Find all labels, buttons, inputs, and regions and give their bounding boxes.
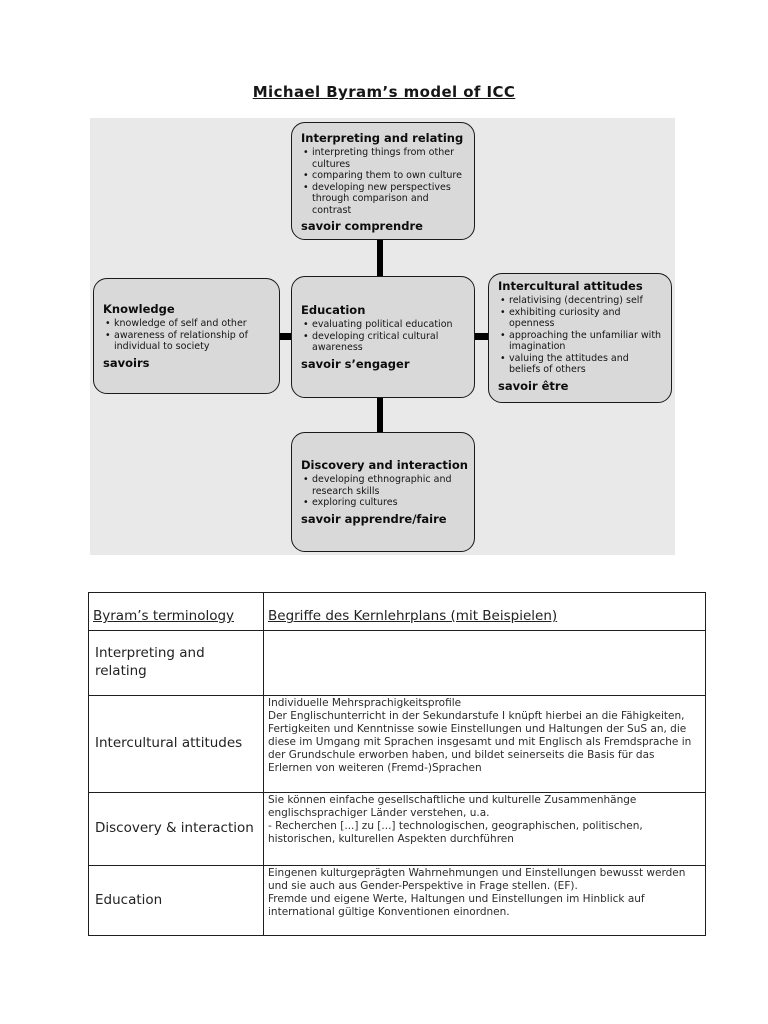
description-cell: Sie können einfache gesellschaftliche un… (263, 792, 706, 866)
description-cell (263, 630, 706, 696)
box-savoir-label: savoir s’engager (301, 356, 410, 371)
box-bullet: valuing the attitudes and beliefs of oth… (498, 353, 663, 376)
box-title: Discovery and interaction (301, 458, 468, 473)
box-bullet: awareness of relationship of individual … (103, 330, 271, 353)
term-cell: Intercultural attitudes (88, 695, 264, 793)
diagram-box-education: Education evaluating political education… (291, 276, 475, 398)
box-title: Education (301, 303, 366, 318)
box-bullet: evaluating political education (301, 319, 466, 331)
box-bullet: exhibiting curiosity and openness (498, 307, 663, 330)
table-header-label: Begriffe des Kernlehrplans (mit Beispiel… (268, 608, 558, 624)
description-cell: Eingenen kulturgeprägten Wahrnehmungen u… (263, 865, 706, 936)
term-cell: Discovery & interaction (88, 792, 264, 866)
box-savoir-label: savoir être (498, 379, 569, 394)
box-bullet: developing new perspectives through comp… (301, 182, 466, 217)
table-header-kernlehrplan: Begriffe des Kernlehrplans (mit Beispiel… (263, 592, 706, 631)
terminology-table: Byram’s terminology Begriffe des Kernleh… (88, 592, 706, 936)
description-cell: Individuelle Mehrsprachigkeitsprofile De… (263, 695, 706, 793)
box-bullet: developing ethnographic and research ski… (301, 474, 466, 497)
table-row: Education Eingenen kulturgeprägten Wahrn… (88, 865, 706, 936)
box-bullet: developing critical cultural awareness (301, 331, 466, 354)
connector-top-vertical (377, 233, 383, 283)
connector-right-horizontal (468, 333, 498, 340)
box-bullet: comparing them to own culture (301, 170, 466, 182)
diagram-box-intercultural-attitudes: Intercultural attitudes relativising (de… (488, 273, 672, 403)
table-row: Discovery & interaction Sie können einfa… (88, 792, 706, 866)
diagram-box-interpreting-and-relating: Interpreting and relating interpreting t… (291, 122, 475, 240)
diagram-box-knowledge: Knowledge knowledge of self and other aw… (93, 278, 280, 394)
connector-left-horizontal (270, 333, 300, 340)
term-cell: Interpreting and relating (88, 630, 264, 696)
box-bullet: approaching the unfamiliar with imaginat… (498, 330, 663, 353)
icc-model-diagram: Interpreting and relating interpreting t… (90, 118, 675, 555)
box-bullet: interpreting things from other cultures (301, 147, 466, 170)
box-bullet: knowledge of self and other (103, 318, 271, 330)
box-title: Interpreting and relating (301, 131, 464, 145)
diagram-box-discovery-and-interaction: Discovery and interaction developing eth… (291, 432, 475, 552)
table-row: Interpreting and relating (88, 630, 706, 696)
connector-bottom-vertical (377, 390, 383, 440)
box-savoir-label: savoir comprendre (301, 219, 423, 234)
table-header-label: Byram’s terminology (93, 608, 235, 624)
table-header-byram-terminology: Byram’s terminology (88, 592, 264, 631)
term-cell: Education (88, 865, 264, 936)
box-savoir-label: savoir apprendre/faire (301, 511, 447, 526)
box-title: Intercultural attitudes (498, 279, 643, 293)
table-row: Intercultural attitudes Individuelle Meh… (88, 695, 706, 793)
page-title: Michael Byram’s model of ICC (252, 83, 516, 101)
box-bullet: exploring cultures (301, 497, 466, 509)
table-header-row: Byram’s terminology Begriffe des Kernleh… (88, 592, 706, 631)
box-bullet: relativising (decentring) self (498, 295, 663, 307)
box-savoir-label: savoirs (103, 355, 150, 370)
box-title: Knowledge (103, 302, 175, 317)
